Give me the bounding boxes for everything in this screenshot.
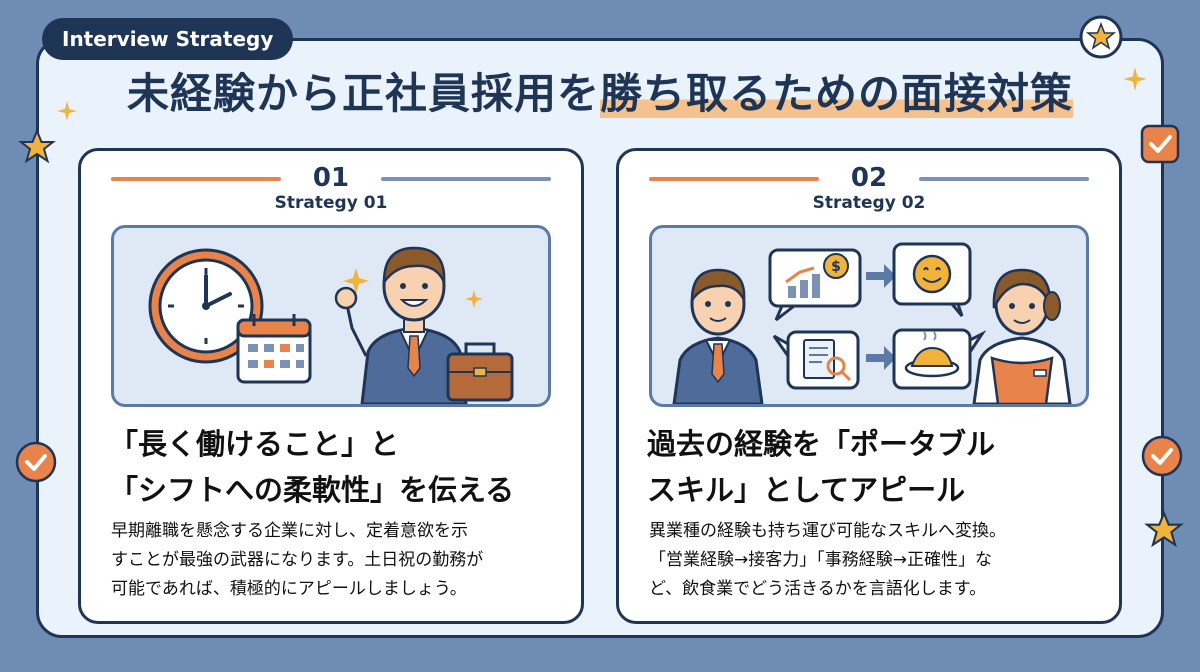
body-line: 可能であれば、積極的にアピールしましょう。 (111, 579, 467, 599)
card-body: 異業種の経験も持ち運び可能なスキルへ変換。 「営業経験→接客力」「事務経験→正確… (649, 517, 1109, 604)
body-line: ど、飲食業でどう活きるかを言語化します。 (649, 579, 987, 599)
title-highlight: 勝ち取るための面接対策 (600, 69, 1074, 118)
body-line: 「営業経験→接客力」「事務経験→正確性」な (649, 550, 992, 570)
card-body: 早期離職を懸念する企業に対し、定着意欲を示 すことが最強の武器になります。土日祝… (111, 517, 571, 604)
star-icon (18, 128, 56, 164)
strategy-card-02: 02 Strategy 02 $ (616, 148, 1122, 624)
star-badge-icon (1079, 15, 1123, 59)
star-icon (1144, 510, 1184, 548)
heading-line: スキル」としてアピール (647, 473, 966, 507)
strategy-card-01: 01 Strategy 01 (78, 148, 584, 624)
svg-text:$: $ (831, 259, 841, 275)
sparkle-icon (57, 101, 77, 121)
illustration-panel (111, 225, 551, 407)
card-subtitle: Strategy 02 (812, 193, 926, 213)
illustration-panel: $ (649, 225, 1089, 407)
title-wrap: 未経験から正社員採用を勝ち取るための面接対策 (0, 66, 1200, 122)
arrow-right-icon (866, 346, 896, 370)
document-search-icon (772, 330, 860, 390)
heading-line: 過去の経験を「ポータブル (647, 427, 996, 461)
card-number: 02 (850, 163, 888, 193)
divider-line-left (111, 177, 281, 181)
card-heading: 過去の経験を「ポータブル スキル」としてアピール (647, 421, 1107, 513)
check-circle-icon (15, 441, 57, 483)
arrow-right-icon (866, 264, 896, 288)
businessman-icon (672, 268, 764, 404)
card-subtitle: Strategy 01 (274, 193, 388, 213)
card-number: 01 (312, 163, 350, 193)
sparkle-icon (343, 268, 483, 308)
divider-line-right (381, 177, 551, 181)
divider-line-left (649, 177, 819, 181)
growth-chart-icon: $ (768, 248, 862, 322)
number-row: 02 (619, 163, 1119, 193)
title-plain: 未経験から正社員採用を (126, 69, 600, 118)
body-line: 早期離職を懸念する企業に対し、定着意欲を示 (111, 521, 468, 541)
businessman-icon (334, 246, 468, 404)
card-heading: 「長く働けること」と 「シフトへの柔軟性」を伝える (109, 421, 569, 513)
checkbox-icon (1140, 124, 1180, 164)
page-title: 未経験から正社員採用を勝ち取るための面接対策 (126, 66, 1074, 122)
body-line: 異業種の経験も持ち運び可能なスキルへ変換。 (649, 521, 1006, 541)
number-row: 01 (81, 163, 581, 193)
heading-line: 「長く働けること」と (109, 427, 400, 461)
check-circle-icon (1141, 435, 1183, 477)
food-dish-icon (892, 328, 987, 390)
clock-icon (148, 248, 264, 364)
calendar-icon (236, 314, 312, 384)
sparkle-icon (1123, 67, 1147, 91)
briefcase-icon (446, 342, 514, 402)
section-tag: Interview Strategy (42, 18, 294, 60)
smile-icon (892, 242, 972, 317)
waitress-icon (972, 268, 1072, 404)
body-line: すことが最強の武器になります。土日祝の勤務が (111, 550, 484, 570)
heading-line: 「シフトへの柔軟性」を伝える (109, 473, 515, 507)
divider-line-right (919, 177, 1089, 181)
